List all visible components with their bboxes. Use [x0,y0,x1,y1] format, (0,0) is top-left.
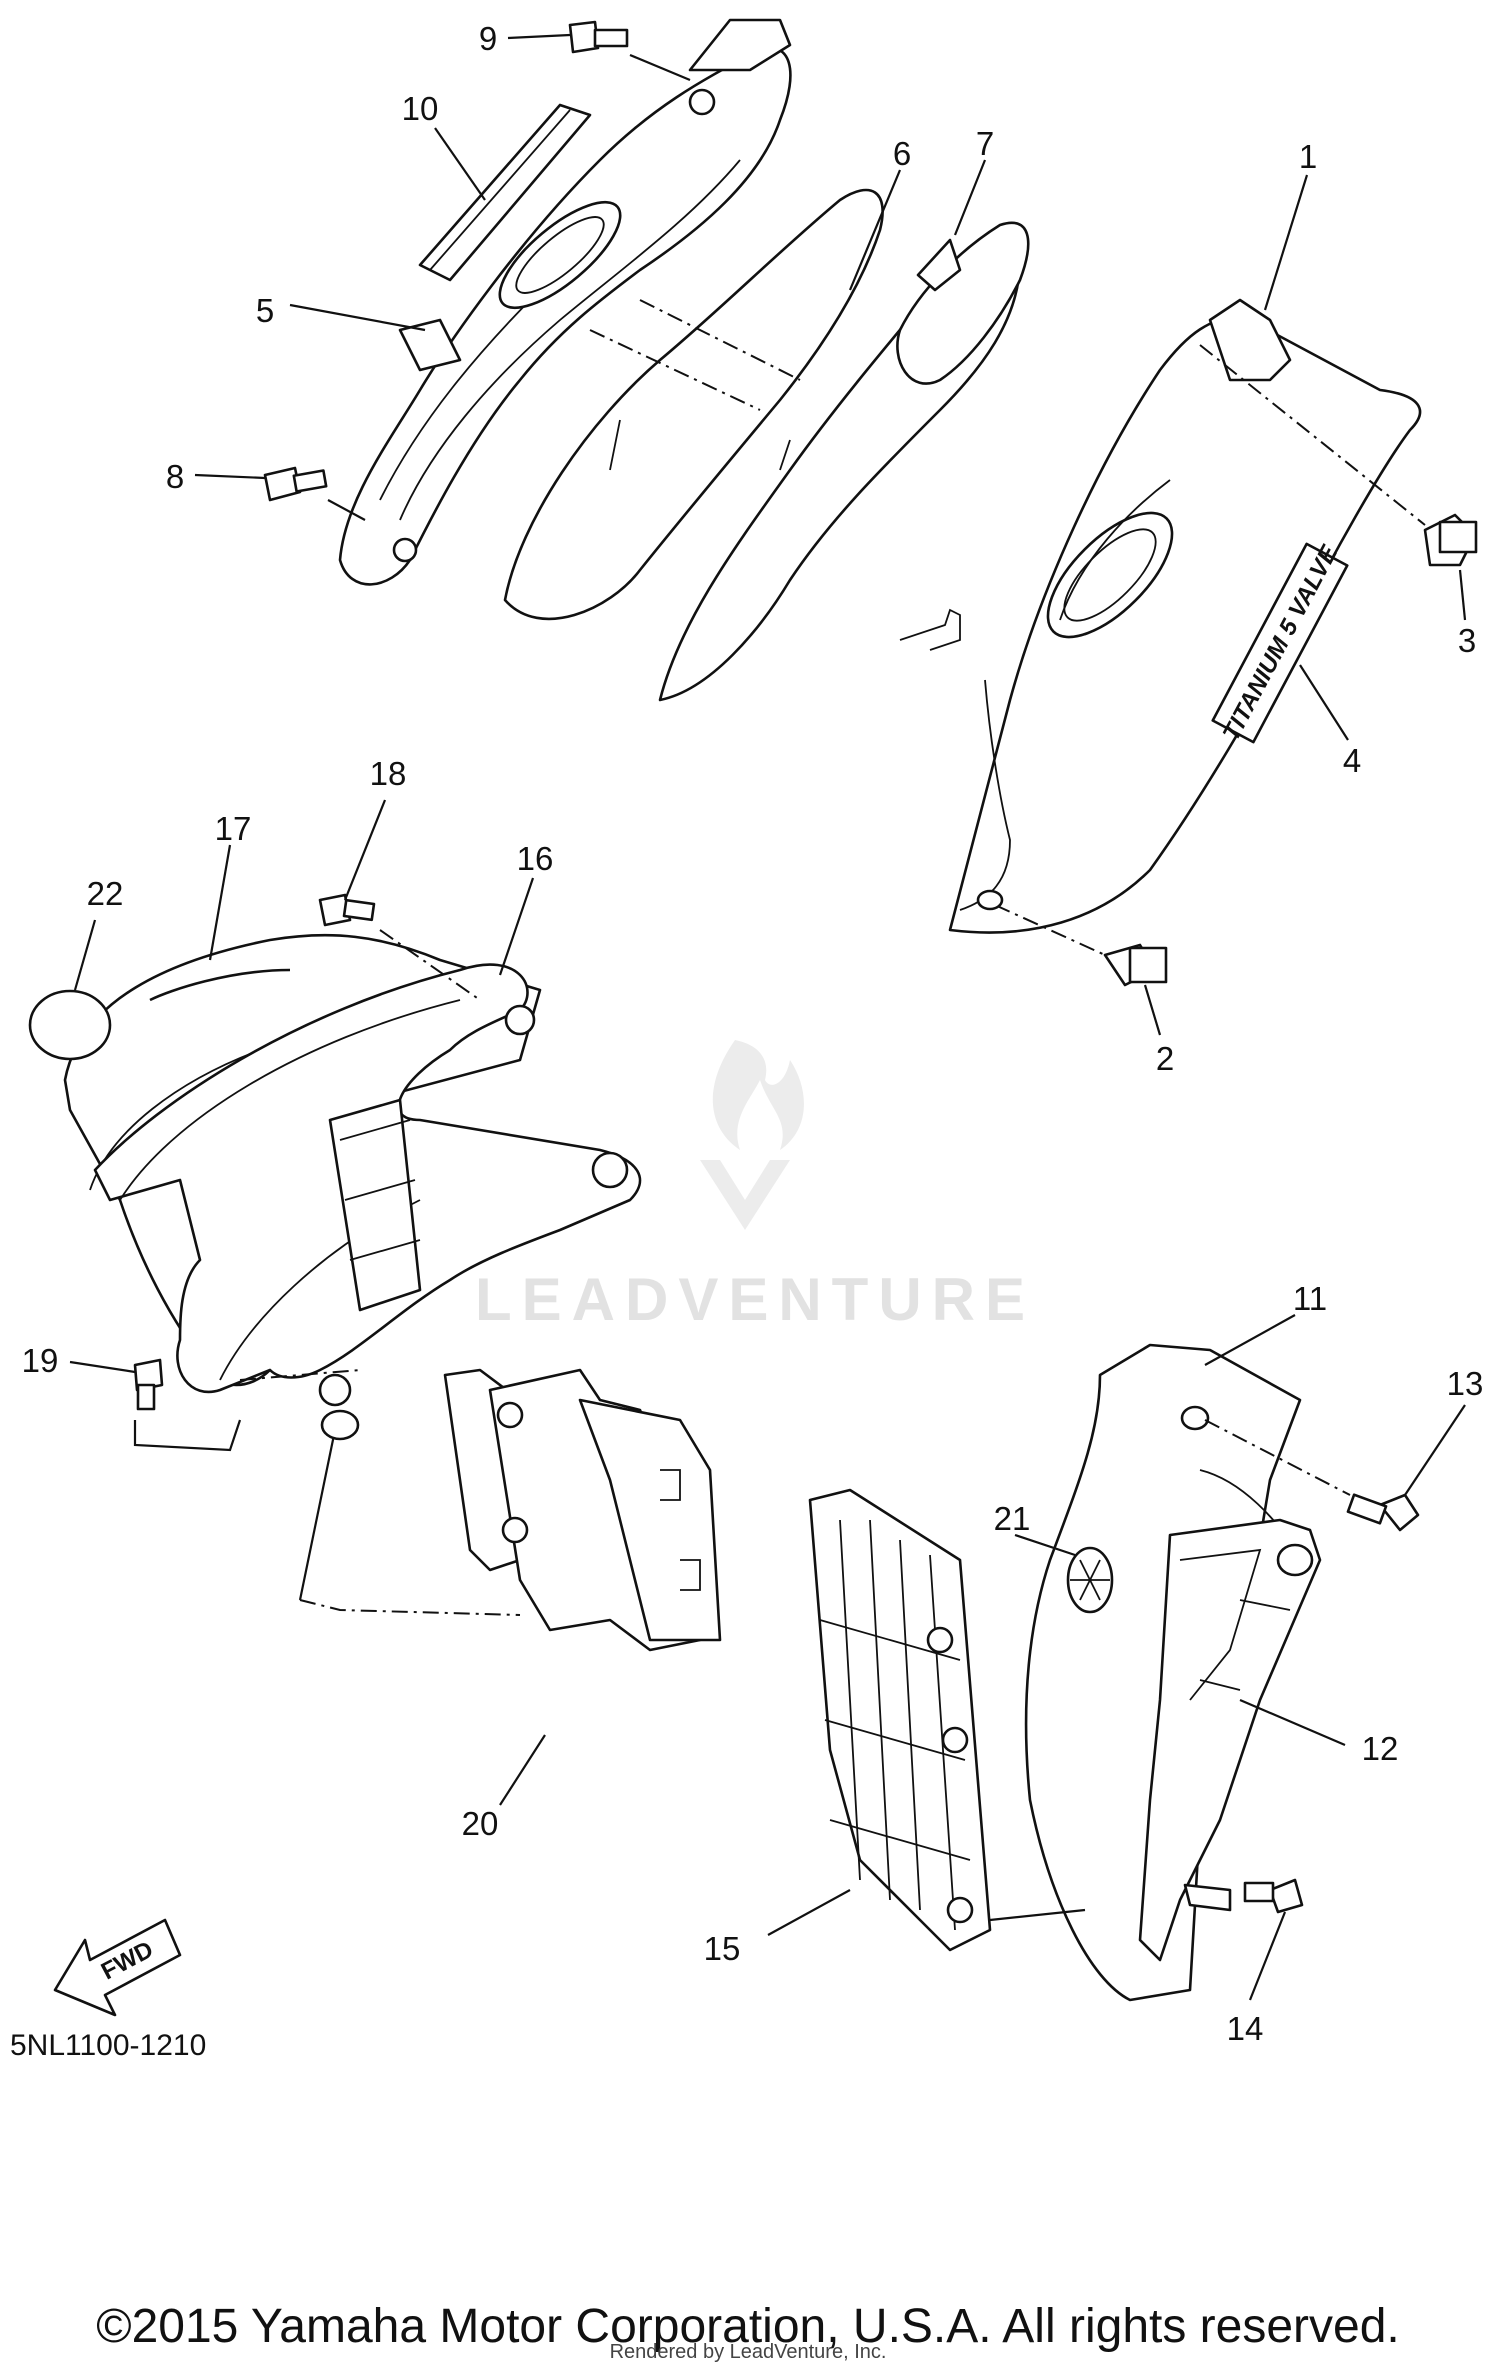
callout-labels: 1 2 3 4 5 6 7 8 9 10 11 12 13 14 15 16 1… [22,20,1484,2047]
callout-10: 10 [402,90,439,127]
callout-17: 17 [215,810,252,847]
part-1-side-cover-right [899,298,1422,934]
callout-5: 5 [256,292,274,329]
part-21-emblem [1066,1546,1114,1614]
callout-16: 16 [517,840,554,877]
part-19-bolt [133,1358,361,1452]
callout-19: 19 [22,1342,59,1379]
part-9-bolt [568,20,691,82]
callout-7: 7 [976,125,994,162]
part-3-bolt [1199,344,1478,567]
callout-20: 20 [462,1805,499,1842]
leadventure-watermark: LEADVENTURE [475,1040,1035,1333]
part-18-bolt [318,893,481,1001]
part-2-bolt [976,889,1168,987]
v-logo-icon [700,1160,790,1230]
callout-11: 11 [1293,1280,1327,1317]
part-7-small-panel [896,221,1030,385]
callout-22: 22 [87,875,124,912]
callout-4: 4 [1343,742,1361,779]
callout-1: 1 [1299,138,1317,175]
callout-15: 15 [704,1930,741,1967]
callout-3: 3 [1458,622,1476,659]
part-12-graphic-panel [1138,1518,1322,1962]
flame-icon [712,1040,804,1150]
part-14-bolt [1183,1878,1304,1914]
callout-2: 2 [1156,1040,1174,1077]
copyright-text: ©2015 Yamaha Motor Corporation, U.S.A. A… [96,2300,1400,2353]
part-15-louver [808,1488,1086,1952]
callout-14: 14 [1227,2010,1264,2047]
part-10-decal [418,103,592,282]
part-5-side-cover-left [338,18,792,586]
callout-21: 21 [994,1500,1031,1537]
callout-13: 13 [1447,1365,1484,1402]
callout-18: 18 [370,755,407,792]
part-13-bolt [1204,1419,1420,1532]
part-16-shroud-brace [93,963,642,1407]
part-20-radiator-guard [298,1368,722,1652]
leader-lines [69,33,1467,2001]
callout-8: 8 [166,458,184,495]
callout-12: 12 [1362,1730,1399,1767]
callout-6: 6 [893,135,911,172]
callout-9: 9 [479,20,497,57]
part-22-cap [28,989,112,1061]
fwd-arrow-icon: FWD [53,1918,182,2017]
part-8-bolt [263,466,366,521]
credit-text: Rendered by LeadVenture, Inc. [610,2341,887,2362]
diagram-code: 5NL1100-1210 [10,2029,206,2062]
watermark-text: LEADVENTURE [475,1266,1035,1333]
